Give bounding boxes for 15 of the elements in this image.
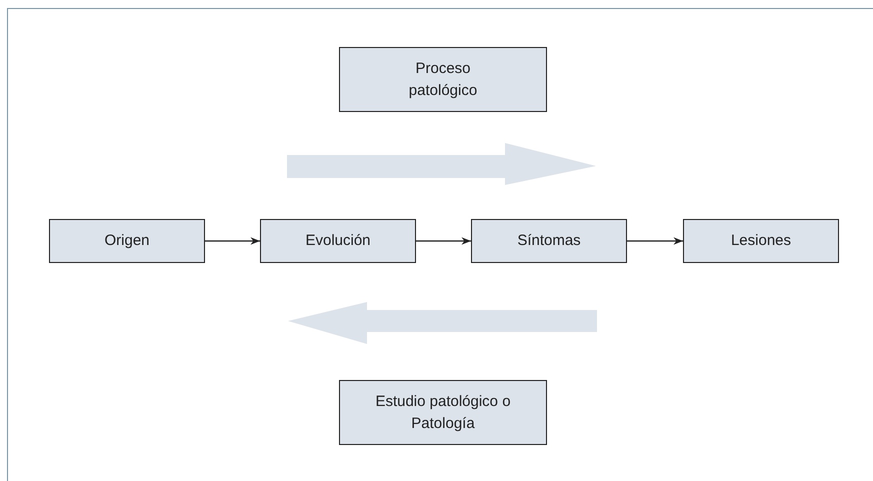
process-box <box>683 219 839 263</box>
box-label: Síntomas <box>517 231 581 251</box>
process-box <box>49 219 205 263</box>
arrow <box>627 237 683 245</box>
process-box <box>260 219 416 263</box>
process-box <box>339 380 547 445</box>
box-label: Origen <box>104 231 150 251</box>
box-label: Lesiones <box>730 231 792 251</box>
box-label: Proceso patológico <box>408 58 478 100</box>
box-label: Estudio patológico o Patología <box>374 392 512 434</box>
box-label: Evolución <box>305 231 371 251</box>
process-box <box>471 219 627 263</box>
arrow <box>205 237 260 245</box>
arrow <box>416 237 471 245</box>
process-box <box>339 47 547 112</box>
